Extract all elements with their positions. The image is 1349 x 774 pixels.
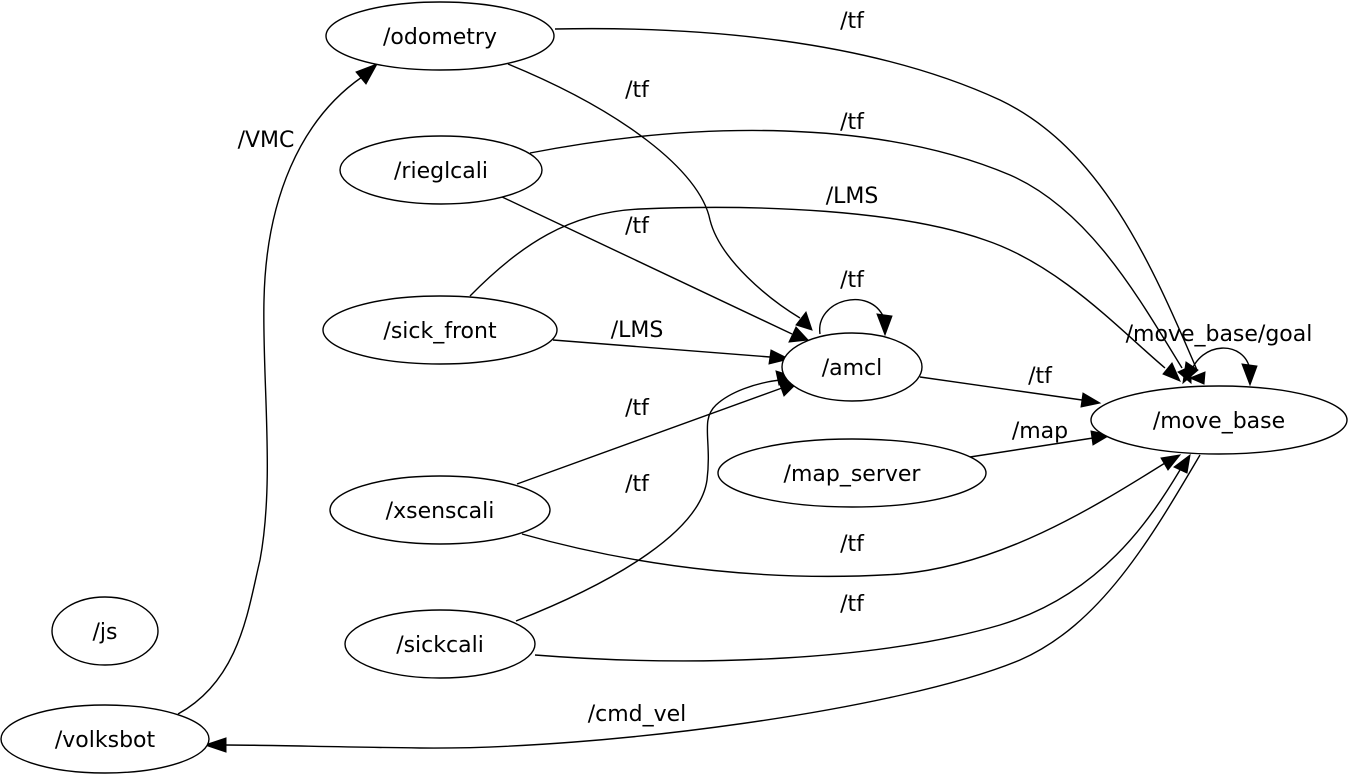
node-move-base[interactable]: /move_base xyxy=(1090,385,1348,455)
edge-label: /tf xyxy=(840,110,865,135)
node-label: /move_base xyxy=(1153,409,1285,434)
node-rieglcali[interactable]: /rieglcali xyxy=(339,135,543,205)
node-label: /js xyxy=(93,620,118,645)
edge-mapserver-movebase: /map xyxy=(969,419,1112,458)
node-label: /rieglcali xyxy=(394,159,488,184)
edge-movebase-volksbot: /cmd_vel xyxy=(203,454,1201,753)
edge-sickfront-amcl: /LMS xyxy=(552,318,791,365)
edge-label: /LMS xyxy=(611,318,664,343)
node-amcl[interactable]: /amcl xyxy=(781,332,923,402)
node-js[interactable]: /js xyxy=(51,596,159,666)
edge-label: /tf xyxy=(625,472,650,497)
edge-label: /tf xyxy=(625,214,650,239)
edge-label: /move_base/goal xyxy=(1126,322,1313,347)
node-label: /xsenscali xyxy=(386,499,495,524)
edge-volksbot-odometry: /VMC xyxy=(177,63,379,715)
edge-label: /VMC xyxy=(238,128,295,153)
edge-odometry-movebase: /tf xyxy=(554,9,1206,385)
node-volksbot[interactable]: /volksbot xyxy=(0,704,210,774)
node-sick-front[interactable]: /sick_front xyxy=(322,295,558,365)
edge-amcl-self: /tf xyxy=(819,268,893,337)
node-label: /map_server xyxy=(784,462,922,487)
node-label: /sickcali xyxy=(396,633,484,658)
edge-label: /tf xyxy=(625,78,650,103)
edge-movebase-self: /move_base/goal xyxy=(1126,322,1313,387)
edge-label: /tf xyxy=(840,592,865,617)
edge-rieglcali-amcl: /tf xyxy=(499,195,810,343)
node-label: /amcl xyxy=(822,356,883,381)
edge-amcl-movebase: /tf xyxy=(919,364,1102,408)
node-label: /sick_front xyxy=(383,319,497,344)
node-label: /volksbot xyxy=(55,728,156,753)
edge-sickcali-movebase: /tf xyxy=(534,453,1191,662)
edge-sickfront-movebase: /LMS xyxy=(469,184,1181,382)
edge-label: /tf xyxy=(625,396,650,421)
edge-label: /LMS xyxy=(826,184,879,209)
edge-label: /tf xyxy=(840,268,865,293)
edge-label: /map xyxy=(1012,419,1068,444)
node-sickcali[interactable]: /sickcali xyxy=(344,609,536,679)
node-odometry[interactable]: /odometry xyxy=(325,1,555,71)
node-map-server[interactable]: /map_server xyxy=(717,438,987,508)
edge-label: /tf xyxy=(840,9,865,34)
node-xsenscali[interactable]: /xsenscali xyxy=(329,475,551,545)
edge-label: /tf xyxy=(1028,364,1053,389)
node-label: /odometry xyxy=(383,25,497,50)
edge-label: /tf xyxy=(840,532,865,557)
edge-odometry-amcl: /tf xyxy=(507,63,813,331)
edge-xsenscali-movebase: /tf xyxy=(521,454,1182,578)
edge-label: /cmd_vel xyxy=(588,702,687,727)
